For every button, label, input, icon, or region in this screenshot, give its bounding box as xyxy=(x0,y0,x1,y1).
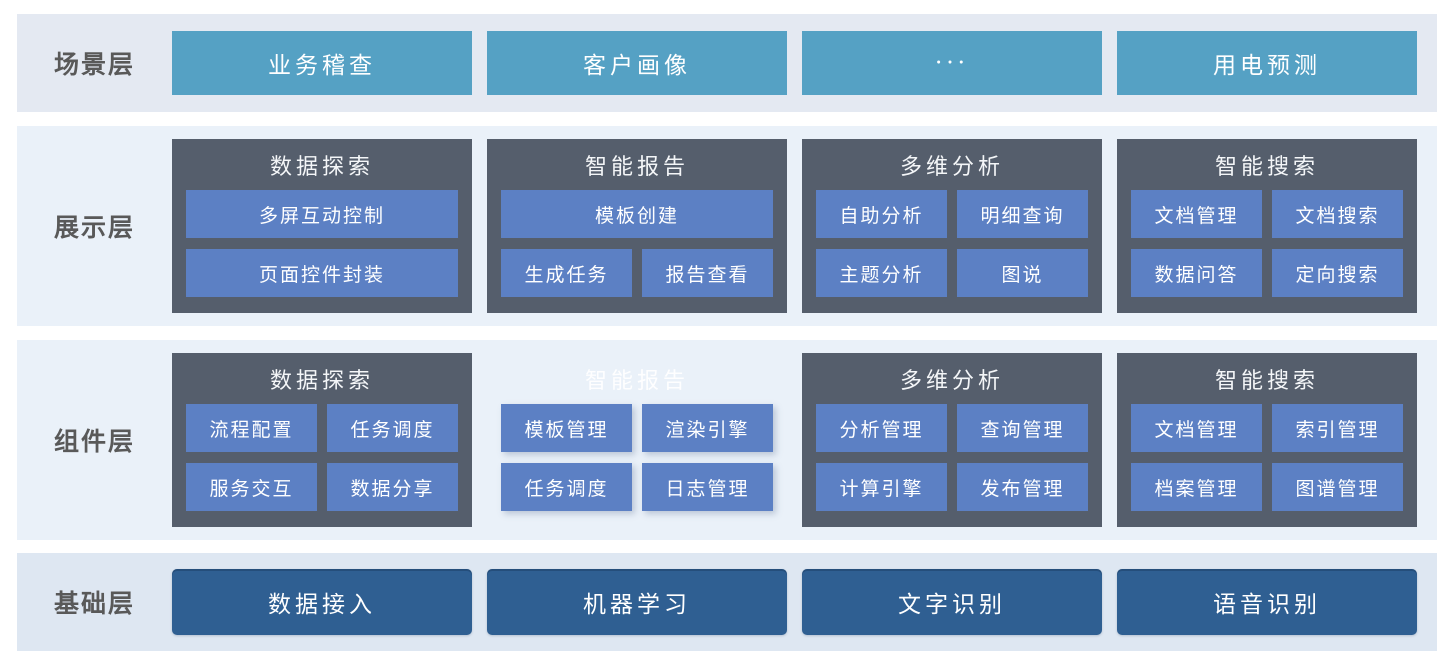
base-block: 语音识别 xyxy=(1117,569,1417,635)
group-item: 服务交互 xyxy=(186,463,317,511)
group-item: 文档搜索 xyxy=(1272,190,1403,238)
group-items: 文档管理索引管理档案管理图谱管理 xyxy=(1131,404,1403,527)
scene-block: 业务稽查 xyxy=(172,31,472,95)
group-title: 智能搜索 xyxy=(1214,368,1319,394)
group-item: 模板管理 xyxy=(501,404,632,452)
group-title: 智能报告 xyxy=(584,368,689,394)
group-item: 分析管理 xyxy=(816,404,947,452)
group-item: 流程配置 xyxy=(186,404,317,452)
layer-grid-scene: 业务稽查客户画像···用电预测 xyxy=(172,14,1437,112)
group-items: 模板管理渲染引擎任务调度日志管理 xyxy=(501,404,773,527)
group-display-0: 数据探索多屏互动控制页面控件封装 xyxy=(172,139,472,313)
group-item: 生成任务 xyxy=(501,249,632,297)
layer-grid-component: 数据探索流程配置任务调度服务交互数据分享智能报告模板管理渲染引擎任务调度日志管理… xyxy=(172,340,1437,540)
layer-label-base: 基础层 xyxy=(53,590,135,618)
group-item: 页面控件封装 xyxy=(186,249,458,297)
group-component-2: 多维分析分析管理查询管理计算引擎发布管理 xyxy=(802,353,1102,527)
layer-band-base: 基础层 数据接入机器学习文字识别语音识别 xyxy=(17,553,1437,651)
group-display-2: 多维分析自助分析明细查询主题分析图说 xyxy=(802,139,1102,313)
group-items: 自助分析明细查询主题分析图说 xyxy=(816,190,1088,313)
group-component-1: 智能报告模板管理渲染引擎任务调度日志管理 xyxy=(487,353,787,527)
group-item: 模板创建 xyxy=(501,190,773,238)
group-items: 模板创建生成任务报告查看 xyxy=(501,190,773,313)
group-item: 数据问答 xyxy=(1131,249,1262,297)
group-item: 计算引擎 xyxy=(816,463,947,511)
layer-label-scene: 场景层 xyxy=(53,51,135,79)
group-item: 任务调度 xyxy=(501,463,632,511)
group-title: 数据探索 xyxy=(269,154,374,180)
group-item: 主题分析 xyxy=(816,249,947,297)
group-items: 文档管理文档搜索数据问答定向搜索 xyxy=(1131,190,1403,313)
group-item: 日志管理 xyxy=(642,463,773,511)
scene-block: 客户画像 xyxy=(487,31,787,95)
group-item: 索引管理 xyxy=(1272,404,1403,452)
scene-block: 用电预测 xyxy=(1117,31,1417,95)
group-item: 定向搜索 xyxy=(1272,249,1403,297)
group-item: 数据分享 xyxy=(327,463,458,511)
group-item: 自助分析 xyxy=(816,190,947,238)
group-items: 多屏互动控制页面控件封装 xyxy=(186,190,458,313)
group-item: 档案管理 xyxy=(1131,463,1262,511)
group-item: 渲染引擎 xyxy=(642,404,773,452)
group-title: 多维分析 xyxy=(899,154,1004,180)
group-items: 流程配置任务调度服务交互数据分享 xyxy=(186,404,458,527)
layer-band-scene: 场景层 业务稽查客户画像···用电预测 xyxy=(17,14,1437,112)
group-item: 发布管理 xyxy=(957,463,1088,511)
layer-grid-display: 数据探索多屏互动控制页面控件封装智能报告模板创建生成任务报告查看多维分析自助分析… xyxy=(172,126,1437,326)
group-item: 报告查看 xyxy=(642,249,773,297)
group-title: 多维分析 xyxy=(899,368,1004,394)
layer-label-component: 组件层 xyxy=(53,428,135,456)
base-block: 机器学习 xyxy=(487,569,787,635)
layer-band-component: 组件层数据探索流程配置任务调度服务交互数据分享智能报告模板管理渲染引擎任务调度日… xyxy=(17,340,1437,540)
group-display-3: 智能搜索文档管理文档搜索数据问答定向搜索 xyxy=(1117,139,1417,313)
layer-label-display: 展示层 xyxy=(53,214,135,242)
group-title: 智能搜索 xyxy=(1214,154,1319,180)
group-display-1: 智能报告模板创建生成任务报告查看 xyxy=(487,139,787,313)
group-items: 分析管理查询管理计算引擎发布管理 xyxy=(816,404,1088,527)
group-component-0: 数据探索流程配置任务调度服务交互数据分享 xyxy=(172,353,472,527)
base-block: 数据接入 xyxy=(172,569,472,635)
group-item: 文档管理 xyxy=(1131,404,1262,452)
group-item: 任务调度 xyxy=(327,404,458,452)
group-item: 图说 xyxy=(957,249,1088,297)
group-item: 文档管理 xyxy=(1131,190,1262,238)
group-item: 多屏互动控制 xyxy=(186,190,458,238)
layer-band-display: 展示层数据探索多屏互动控制页面控件封装智能报告模板创建生成任务报告查看多维分析自… xyxy=(17,126,1437,326)
group-title: 智能报告 xyxy=(584,154,689,180)
group-title: 数据探索 xyxy=(269,368,374,394)
group-item: 明细查询 xyxy=(957,190,1088,238)
base-block: 文字识别 xyxy=(802,569,1102,635)
layer-grid-base: 数据接入机器学习文字识别语音识别 xyxy=(172,553,1437,651)
group-component-3: 智能搜索文档管理索引管理档案管理图谱管理 xyxy=(1117,353,1417,527)
group-item: 图谱管理 xyxy=(1272,463,1403,511)
group-item: 查询管理 xyxy=(957,404,1088,452)
scene-block: ··· xyxy=(802,31,1102,95)
